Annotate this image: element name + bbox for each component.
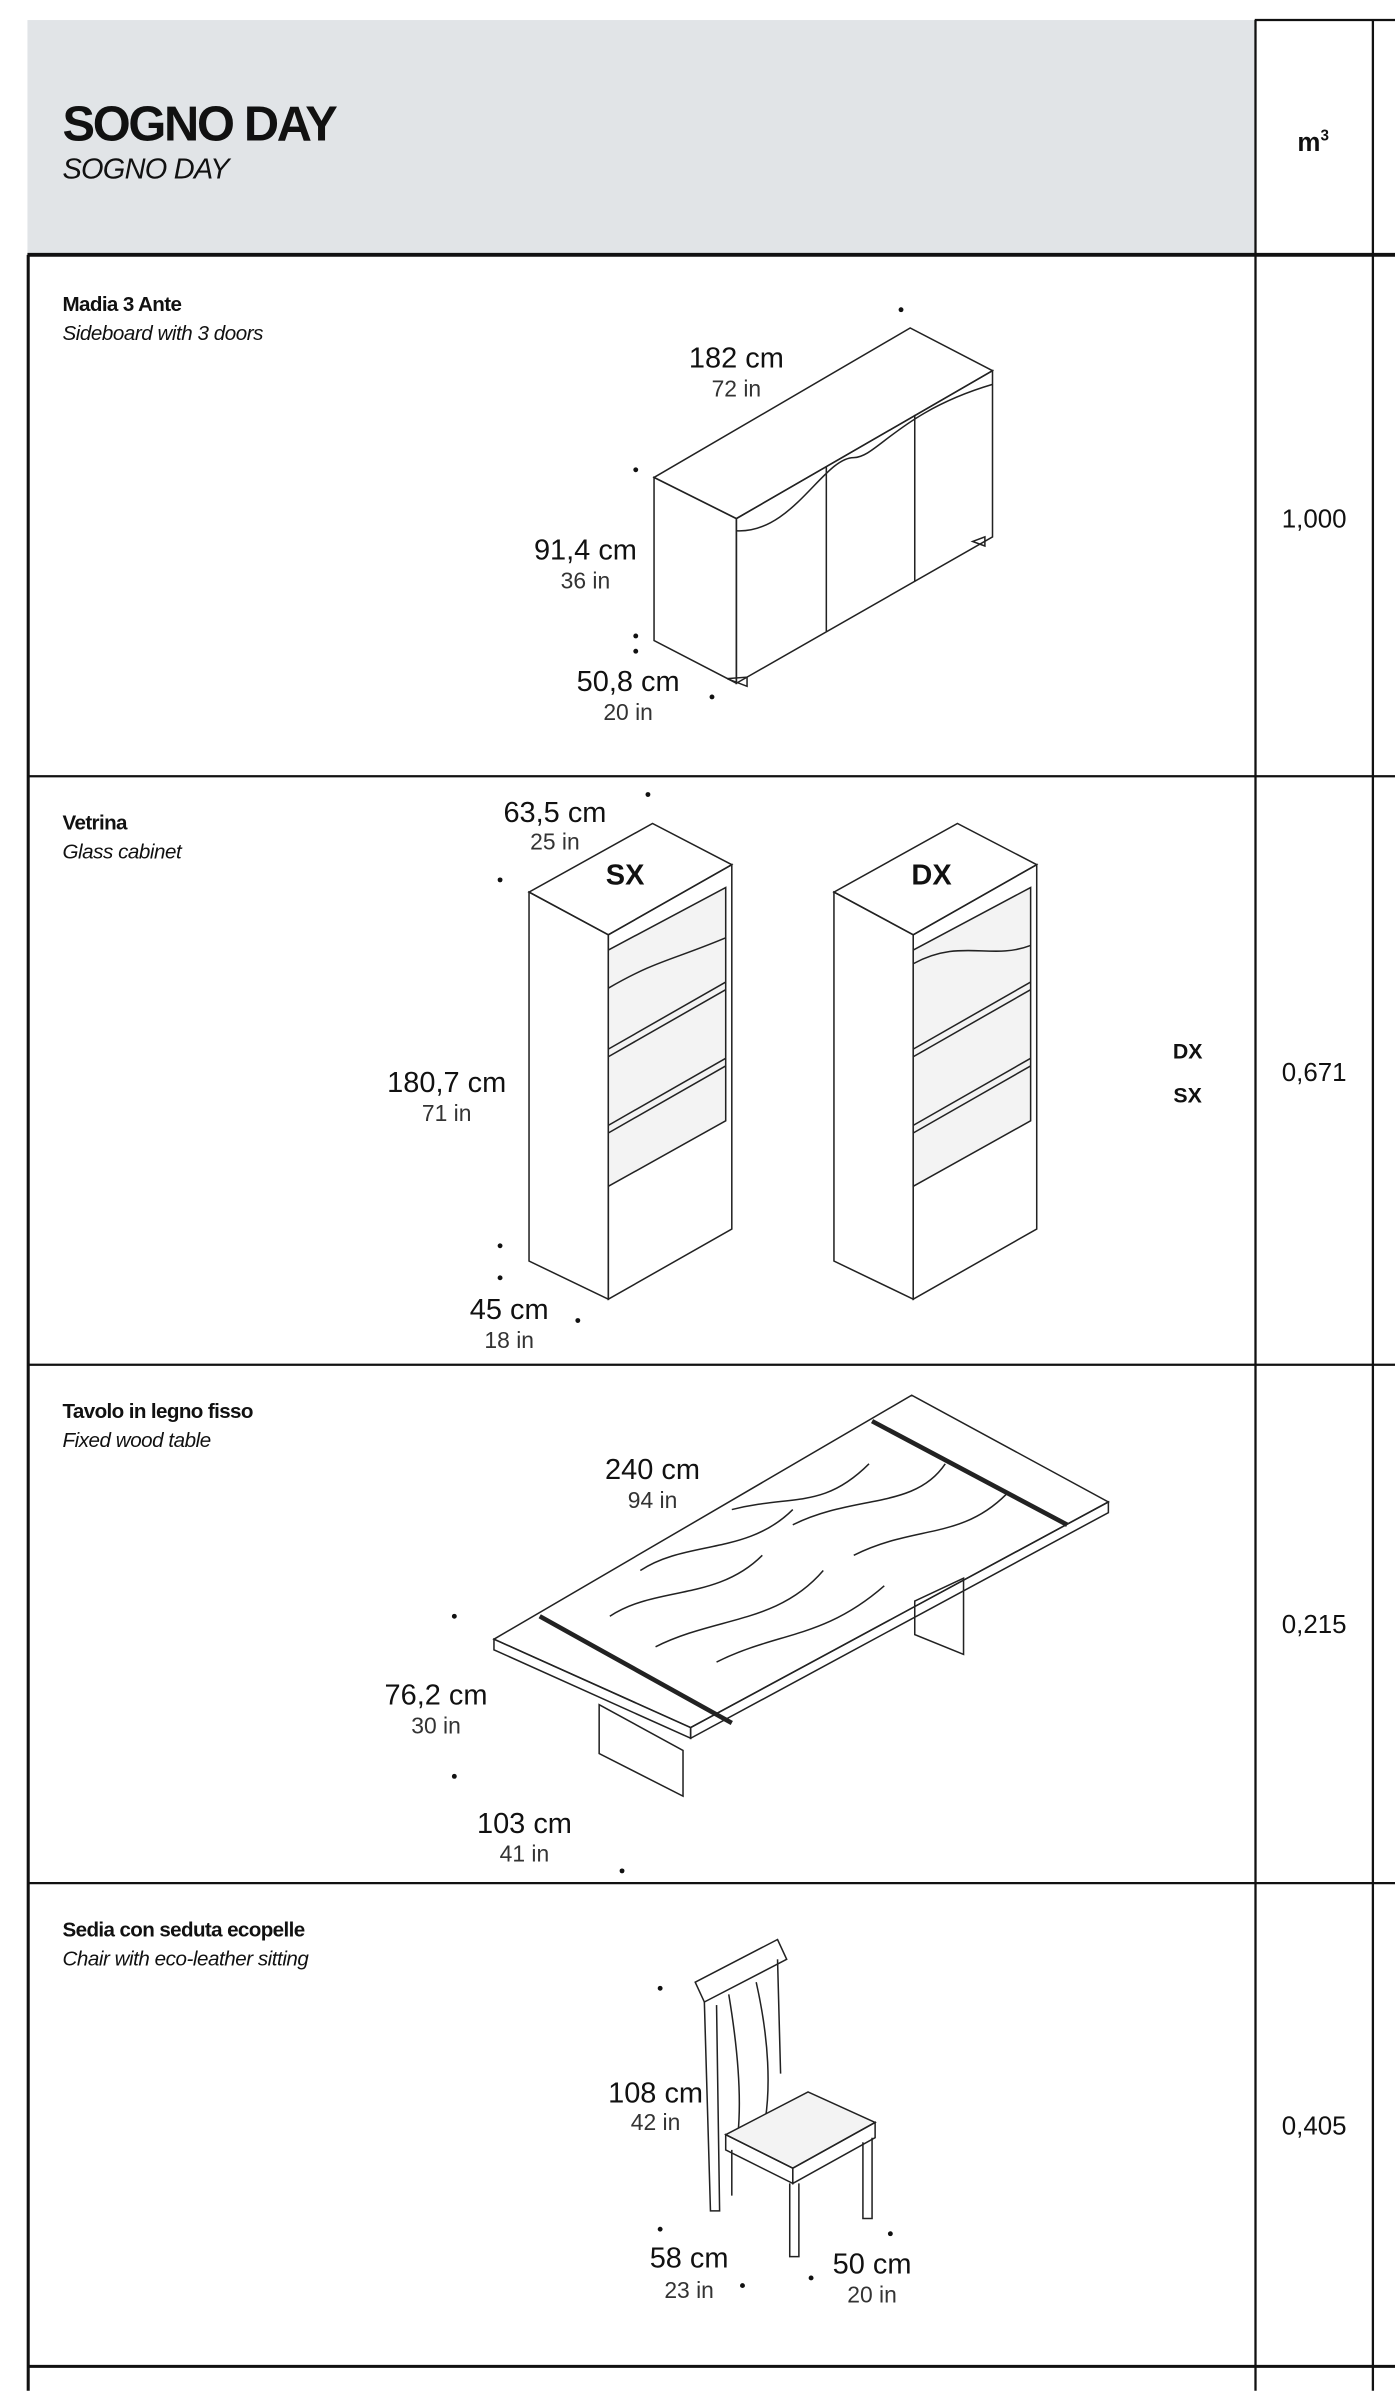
dim-height-in: 42 in bbox=[631, 2109, 681, 2135]
product-name: Sedia con seduta ecopelle bbox=[63, 1918, 305, 1941]
dim-height-cm: 76,2 cm bbox=[385, 1680, 488, 1712]
product-description: Sideboard with 3 doors bbox=[63, 322, 264, 345]
chair-drawing bbox=[694, 1938, 877, 2258]
dim-height-in: 30 in bbox=[411, 1713, 461, 1739]
sideboard-drawing bbox=[652, 327, 995, 688]
dim-width-cm: 240 cm bbox=[605, 1454, 700, 1486]
dim-height-in: 36 in bbox=[561, 568, 611, 594]
dimension-markers bbox=[451, 1613, 625, 1874]
dim-depth-in: 20 in bbox=[603, 699, 653, 725]
dim-width-cm: 182 cm bbox=[689, 343, 784, 375]
product-name: Vetrina bbox=[63, 812, 129, 835]
product-description: Fixed wood table bbox=[63, 1429, 211, 1452]
page-title: SOGNO DAY bbox=[63, 97, 338, 151]
dim-depth-in: 41 in bbox=[500, 1841, 550, 1867]
table-grid bbox=[26, 18, 1395, 2391]
dim-depth-cm: 103 cm bbox=[477, 1808, 572, 1840]
dim-height-cm: 91,4 cm bbox=[534, 535, 637, 567]
product-name: Madia 3 Ante bbox=[63, 293, 182, 316]
dim-width-in: 94 in bbox=[628, 1487, 678, 1513]
dim-width-cm: 58 cm bbox=[650, 2242, 729, 2274]
variant-option-dx: DX bbox=[1173, 1039, 1203, 1063]
volume-value: 0,215 bbox=[1282, 1611, 1347, 1639]
dim-width-in: 23 in bbox=[664, 2277, 714, 2303]
dim-depth-cm: 50 cm bbox=[833, 2248, 912, 2280]
dimension-markers bbox=[657, 1985, 893, 2289]
glass-cabinet-sx-drawing bbox=[527, 822, 734, 1301]
dim-height-in: 71 in bbox=[422, 1100, 472, 1126]
dim-height-cm: 108 cm bbox=[608, 2078, 703, 2110]
dimension-markers bbox=[633, 307, 904, 700]
dim-width-in: 72 in bbox=[712, 376, 762, 402]
volume-value: 1,000 bbox=[1282, 506, 1347, 534]
volume-value: 0,671 bbox=[1282, 1059, 1347, 1087]
dim-depth-in: 18 in bbox=[484, 1327, 534, 1353]
dim-depth-in: 20 in bbox=[847, 2281, 897, 2307]
dimension-markers bbox=[497, 792, 651, 1323]
header-band bbox=[27, 20, 1255, 255]
dim-depth-cm: 45 cm bbox=[470, 1294, 549, 1326]
dim-height-cm: 180,7 cm bbox=[387, 1067, 506, 1099]
product-description: Chair with eco-leather sitting bbox=[63, 1947, 310, 1970]
page-subtitle: SOGNO DAY bbox=[63, 154, 233, 186]
dim-depth-cm: 50,8 cm bbox=[577, 666, 680, 698]
variant-option-sx: SX bbox=[1173, 1084, 1202, 1108]
dim-width-in: 25 in bbox=[530, 828, 580, 854]
volume-column-header: m3 bbox=[1297, 127, 1329, 157]
variant-label-sx: SX bbox=[606, 859, 645, 891]
volume-value: 0,405 bbox=[1282, 2113, 1347, 2141]
product-description: Glass cabinet bbox=[63, 841, 183, 864]
dim-width-cm: 63,5 cm bbox=[503, 797, 606, 829]
glass-cabinet-dx-drawing bbox=[832, 822, 1039, 1301]
product-name: Tavolo in legno fisso bbox=[63, 1400, 253, 1423]
table-drawing bbox=[492, 1394, 1110, 1798]
variant-label-dx: DX bbox=[911, 859, 952, 891]
